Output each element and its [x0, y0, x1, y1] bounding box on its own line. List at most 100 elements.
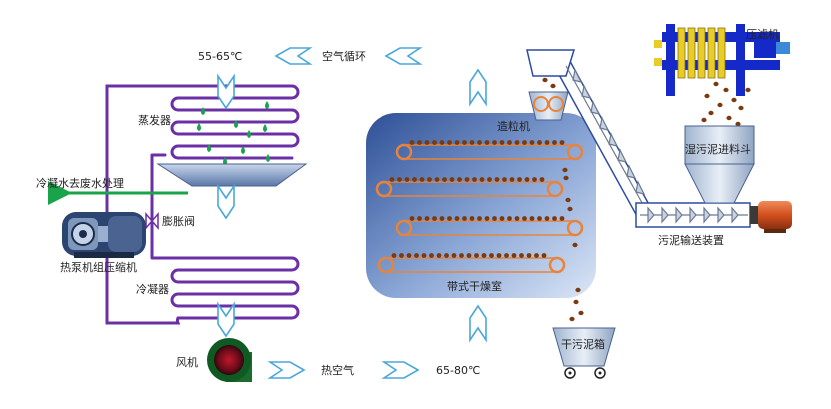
sludge-particle — [397, 177, 402, 182]
sludge-particle — [419, 177, 425, 182]
sludge-particle — [462, 140, 467, 145]
sludge-particle — [578, 310, 584, 316]
sludge-particle — [529, 140, 535, 145]
granulator-icon — [528, 91, 569, 121]
sludge-particle — [537, 140, 542, 145]
sludge-particle — [439, 216, 445, 221]
air-cycle-label: 空气循环 — [322, 49, 366, 63]
sludge-particle — [552, 140, 557, 145]
expansion-valve-icon — [145, 211, 159, 231]
sludge-particle — [454, 140, 460, 145]
sludge-particle — [474, 253, 479, 258]
sludge-particle — [738, 105, 744, 111]
sludge-particle — [427, 177, 432, 182]
up-arrow-dryer-top — [469, 68, 487, 107]
sludge-particle — [449, 177, 455, 182]
sludge-particle — [522, 216, 527, 221]
sludge-particle — [504, 253, 509, 258]
sludge-particle — [434, 177, 440, 182]
sludge-particle — [484, 140, 490, 145]
sludge-particle — [526, 253, 532, 258]
sludge-particle — [542, 77, 548, 83]
sludge-particle — [494, 177, 500, 182]
filter-press-icon — [654, 24, 790, 96]
bottom-temperature-label: 65-80℃ — [436, 364, 480, 377]
down-arrow-evaporator-top — [217, 73, 235, 110]
sludge-particle — [409, 140, 415, 145]
sludge-particle — [499, 140, 505, 145]
sludge-particle — [487, 177, 492, 182]
sludge-particle — [544, 140, 550, 145]
sludge-particle — [406, 253, 412, 258]
down-arrow-evaporator-bottom — [217, 183, 235, 220]
sludge-particle — [469, 140, 475, 145]
sludge-particle — [417, 140, 422, 145]
sludge-particle — [492, 216, 497, 221]
sludge-particle — [496, 253, 502, 258]
sludge-particle — [511, 253, 517, 258]
sludge-particle — [731, 97, 737, 103]
sludge-particle — [563, 175, 569, 181]
down-arrow-condenser — [217, 301, 235, 338]
sludge-particle — [514, 216, 520, 221]
sludge-particle — [519, 253, 524, 258]
sludge-particle — [559, 216, 565, 221]
sludge-particle — [559, 140, 565, 145]
sludge-particle — [517, 177, 522, 182]
air-cycle-arrow-left-1 — [274, 47, 313, 65]
sludge-particle — [414, 253, 419, 258]
sludge-particle — [704, 93, 710, 99]
sludge-particle — [529, 216, 535, 221]
conveyor-motor-icon — [750, 201, 792, 233]
wet-hopper-label: 湿污泥进料斗 — [685, 142, 751, 156]
sludge-particle — [432, 216, 437, 221]
sludge-particle — [447, 216, 452, 221]
belt-3 — [395, 219, 584, 237]
sludge-particle — [472, 177, 477, 182]
belt-4 — [377, 256, 566, 274]
sludge-particle — [507, 216, 512, 221]
falling-sludge-particles — [542, 77, 751, 322]
sludge-particle — [459, 253, 464, 258]
conveyor-belts — [375, 143, 584, 274]
sludge-particle — [552, 216, 557, 221]
sludge-particle — [464, 177, 470, 182]
sludge-particle — [432, 140, 437, 145]
filter-press-label: 压滤机 — [746, 27, 779, 41]
sludge-particle — [477, 216, 482, 221]
sludge-particle — [537, 216, 542, 221]
horizontal-sludge-conveyor — [635, 202, 751, 228]
sludge-conveyor-label: 污泥输送装置 — [658, 233, 724, 247]
granulator-label: 造粒机 — [497, 119, 530, 133]
dry-sludge-box-label: 干污泥箱 — [561, 337, 605, 351]
sludge-particle — [409, 216, 415, 221]
sludge-particle — [442, 177, 447, 182]
sludge-particle — [534, 253, 539, 258]
sludge-particle — [451, 253, 457, 258]
condensate-droplets — [197, 101, 270, 165]
sludge-particle — [735, 121, 741, 127]
evaporator-label: 蒸发器 — [138, 113, 171, 127]
air-cycle-arrow-left-2 — [384, 47, 423, 65]
sludge-particle — [429, 253, 434, 258]
sludge-particle — [502, 177, 507, 182]
sludge-particle — [457, 177, 462, 182]
sludge-particle — [439, 140, 445, 145]
wet-sludge-hopper — [684, 125, 755, 204]
inclined-screw-conveyor — [526, 49, 654, 220]
refrigerant-pipe — [105, 84, 165, 325]
compressor-label: 热泵机组压缩机 — [60, 260, 137, 274]
sludge-particle — [573, 299, 579, 305]
sludge-particle — [479, 177, 485, 182]
fan-label: 风机 — [176, 355, 198, 369]
belt-1 — [395, 143, 584, 161]
sludge-particle — [701, 117, 707, 123]
sludge-particle — [447, 140, 452, 145]
sludge-particle — [723, 87, 729, 93]
sludge-particle — [484, 216, 490, 221]
hot-air-arrow-right-2 — [381, 361, 420, 379]
sludge-particle — [412, 177, 417, 182]
condenser-label: 冷凝器 — [136, 282, 169, 296]
